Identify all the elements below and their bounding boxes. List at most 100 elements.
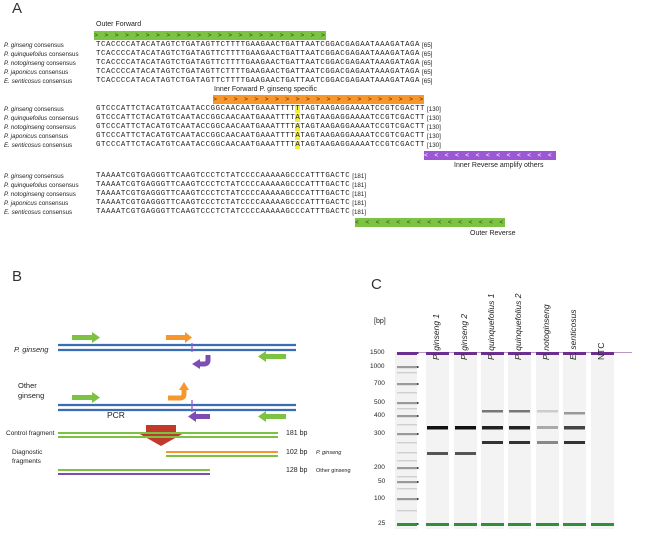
gel-band (509, 410, 530, 413)
size-181: 181 bp (286, 430, 308, 437)
position-number: [130] (427, 142, 441, 149)
species-name: P. notoginseng consensus (4, 191, 76, 198)
alignment-row: P. notoginseng consensus TAAAATCGTGAGGGTT… (4, 190, 366, 199)
alignment-row: P. japonicus consensus TCACCCCATACATAGTCT… (4, 68, 432, 77)
sequence: TCACCCCATACATAGTCTGATAGTTCTTTTGAAGAACTGA… (96, 59, 421, 67)
gel-lane (563, 352, 586, 529)
ladder-tick (417, 402, 419, 404)
ladder-band (397, 383, 417, 386)
ladder-band (397, 467, 417, 470)
ladder-label: 25 (378, 520, 386, 527)
ladder-tick (417, 415, 419, 417)
sequence: TAAAATCGTGAGGGTTCAAGTCCCTCTATCCCCAAAAAGC… (96, 190, 351, 198)
other-inner-forward-arrow (168, 382, 189, 401)
size-128: 128 bp (286, 467, 308, 474)
alignment-row: P. quinquefolius consensus GTCCCATTCTACAT… (4, 114, 441, 123)
lane-bottom-marker (591, 523, 614, 526)
snp-base: A (295, 132, 301, 140)
species-name: P. quinquefolius consensus (4, 115, 79, 122)
ladder-lane (395, 352, 417, 529)
sequence: TCACCCCATACATAGTCTGATAGTTCTTTTGAAGAACTGA… (96, 77, 421, 85)
gel-band (564, 441, 585, 444)
ladder-label: 200 (374, 464, 385, 471)
snp-base: T (295, 105, 301, 113)
gel-lane (536, 352, 559, 529)
pcr-arrow (138, 425, 184, 446)
lane-top-marker (426, 352, 449, 355)
species-name: P. quinquefolius consensus (4, 51, 79, 58)
ladder-band (397, 510, 417, 512)
ladder-band (397, 352, 417, 355)
ladder-label: 300 (374, 430, 385, 437)
species-name: P. japonicus consensus (4, 69, 69, 76)
ladder-band (397, 408, 417, 410)
label-p-ginseng: P. ginseng (14, 345, 49, 354)
gel-lane (426, 352, 449, 529)
gel-lane (508, 352, 531, 529)
outer-reverse-label: Outer Reverse (470, 230, 516, 237)
ladder-band (397, 442, 417, 444)
lane-top-marker (563, 352, 586, 355)
p-ginseng-outer-forward-arrow (72, 332, 100, 343)
other-outer-reverse-arrow (258, 411, 286, 422)
snp-base: A (295, 141, 301, 149)
lane-label: P. quinquefolius 2 (513, 293, 523, 360)
inner-reverse-primer: < < < < < < < < < < < < < < < < < < < < (424, 151, 556, 160)
position-number: [65] (422, 60, 433, 67)
ladder-band (397, 433, 417, 436)
size-128-species: Other ginseng (316, 468, 351, 474)
lane-top-marker (454, 352, 477, 355)
label-control-fragment: Control fragment (6, 430, 55, 437)
ladder-label: 50 (378, 478, 386, 485)
ladder-band (397, 481, 417, 484)
ladder-tick (417, 366, 419, 368)
gel-band (482, 426, 503, 430)
gel-band (537, 426, 558, 429)
lane-label: P. quinquefolius 1 (486, 293, 496, 360)
snp-base: A (295, 123, 301, 131)
gel-band (564, 412, 585, 415)
panel-a-letter: A (12, 0, 23, 17)
ladder-tick (417, 383, 419, 385)
bp-label: [bp] (374, 318, 386, 325)
sequence: TAAAATCGTGAGGGTTCAAGTCCCTCTATCCCCAAAAAGC… (96, 208, 351, 216)
gel-band (455, 452, 476, 455)
p-ginseng-inner-forward-arrow (166, 332, 192, 343)
ladder-band (397, 402, 417, 405)
sequence: GTCCCATTCTACATGTCAATACCGGCAACAATGAAATTTT… (96, 114, 426, 122)
position-number: [130] (427, 133, 441, 140)
inner-forward-label: Inner Forward P. ginseng specific (214, 86, 317, 93)
species-name: P. japonicus consensus (4, 200, 69, 207)
p-ginseng-inner-reverse-arrow (192, 355, 211, 369)
sequence: TAAAATCGTGAGGGTTCAAGTCCCTCTATCCCCAAAAAGC… (96, 172, 351, 180)
ladder-band (397, 498, 417, 501)
label-diagnostic-1: Diagnostic (12, 449, 43, 456)
sequence: TCACCCCATACATAGTCTGATAGTTCTTTTGAAGAACTGA… (96, 68, 421, 76)
position-number: [65] (422, 51, 433, 58)
sequence: TAAAATCGTGAGGGTTCAAGTCCCTCTATCCCCAAAAAGC… (96, 199, 351, 207)
gel-band (427, 452, 448, 455)
top-line (417, 352, 632, 353)
ladder-band (397, 366, 417, 369)
pcr-diagram (58, 332, 296, 475)
gel-svg (395, 352, 632, 529)
ladder-band (397, 415, 417, 418)
ladder-label: 1000 (370, 363, 385, 370)
species-name: P. notoginseng consensus (4, 60, 76, 67)
ladder-band (397, 372, 417, 374)
gel-band (537, 441, 558, 444)
gel-lane (454, 352, 477, 529)
position-number: [130] (427, 115, 441, 122)
panel-b-letter: B (12, 268, 23, 285)
ladder-tick (417, 481, 419, 483)
alignment-row: P. notoginseng consensus TCACCCCATACATAGT… (4, 59, 432, 68)
gel-image (395, 352, 632, 529)
position-number: [181] (352, 191, 367, 198)
species-name: E. senticosus consensus (4, 78, 73, 85)
